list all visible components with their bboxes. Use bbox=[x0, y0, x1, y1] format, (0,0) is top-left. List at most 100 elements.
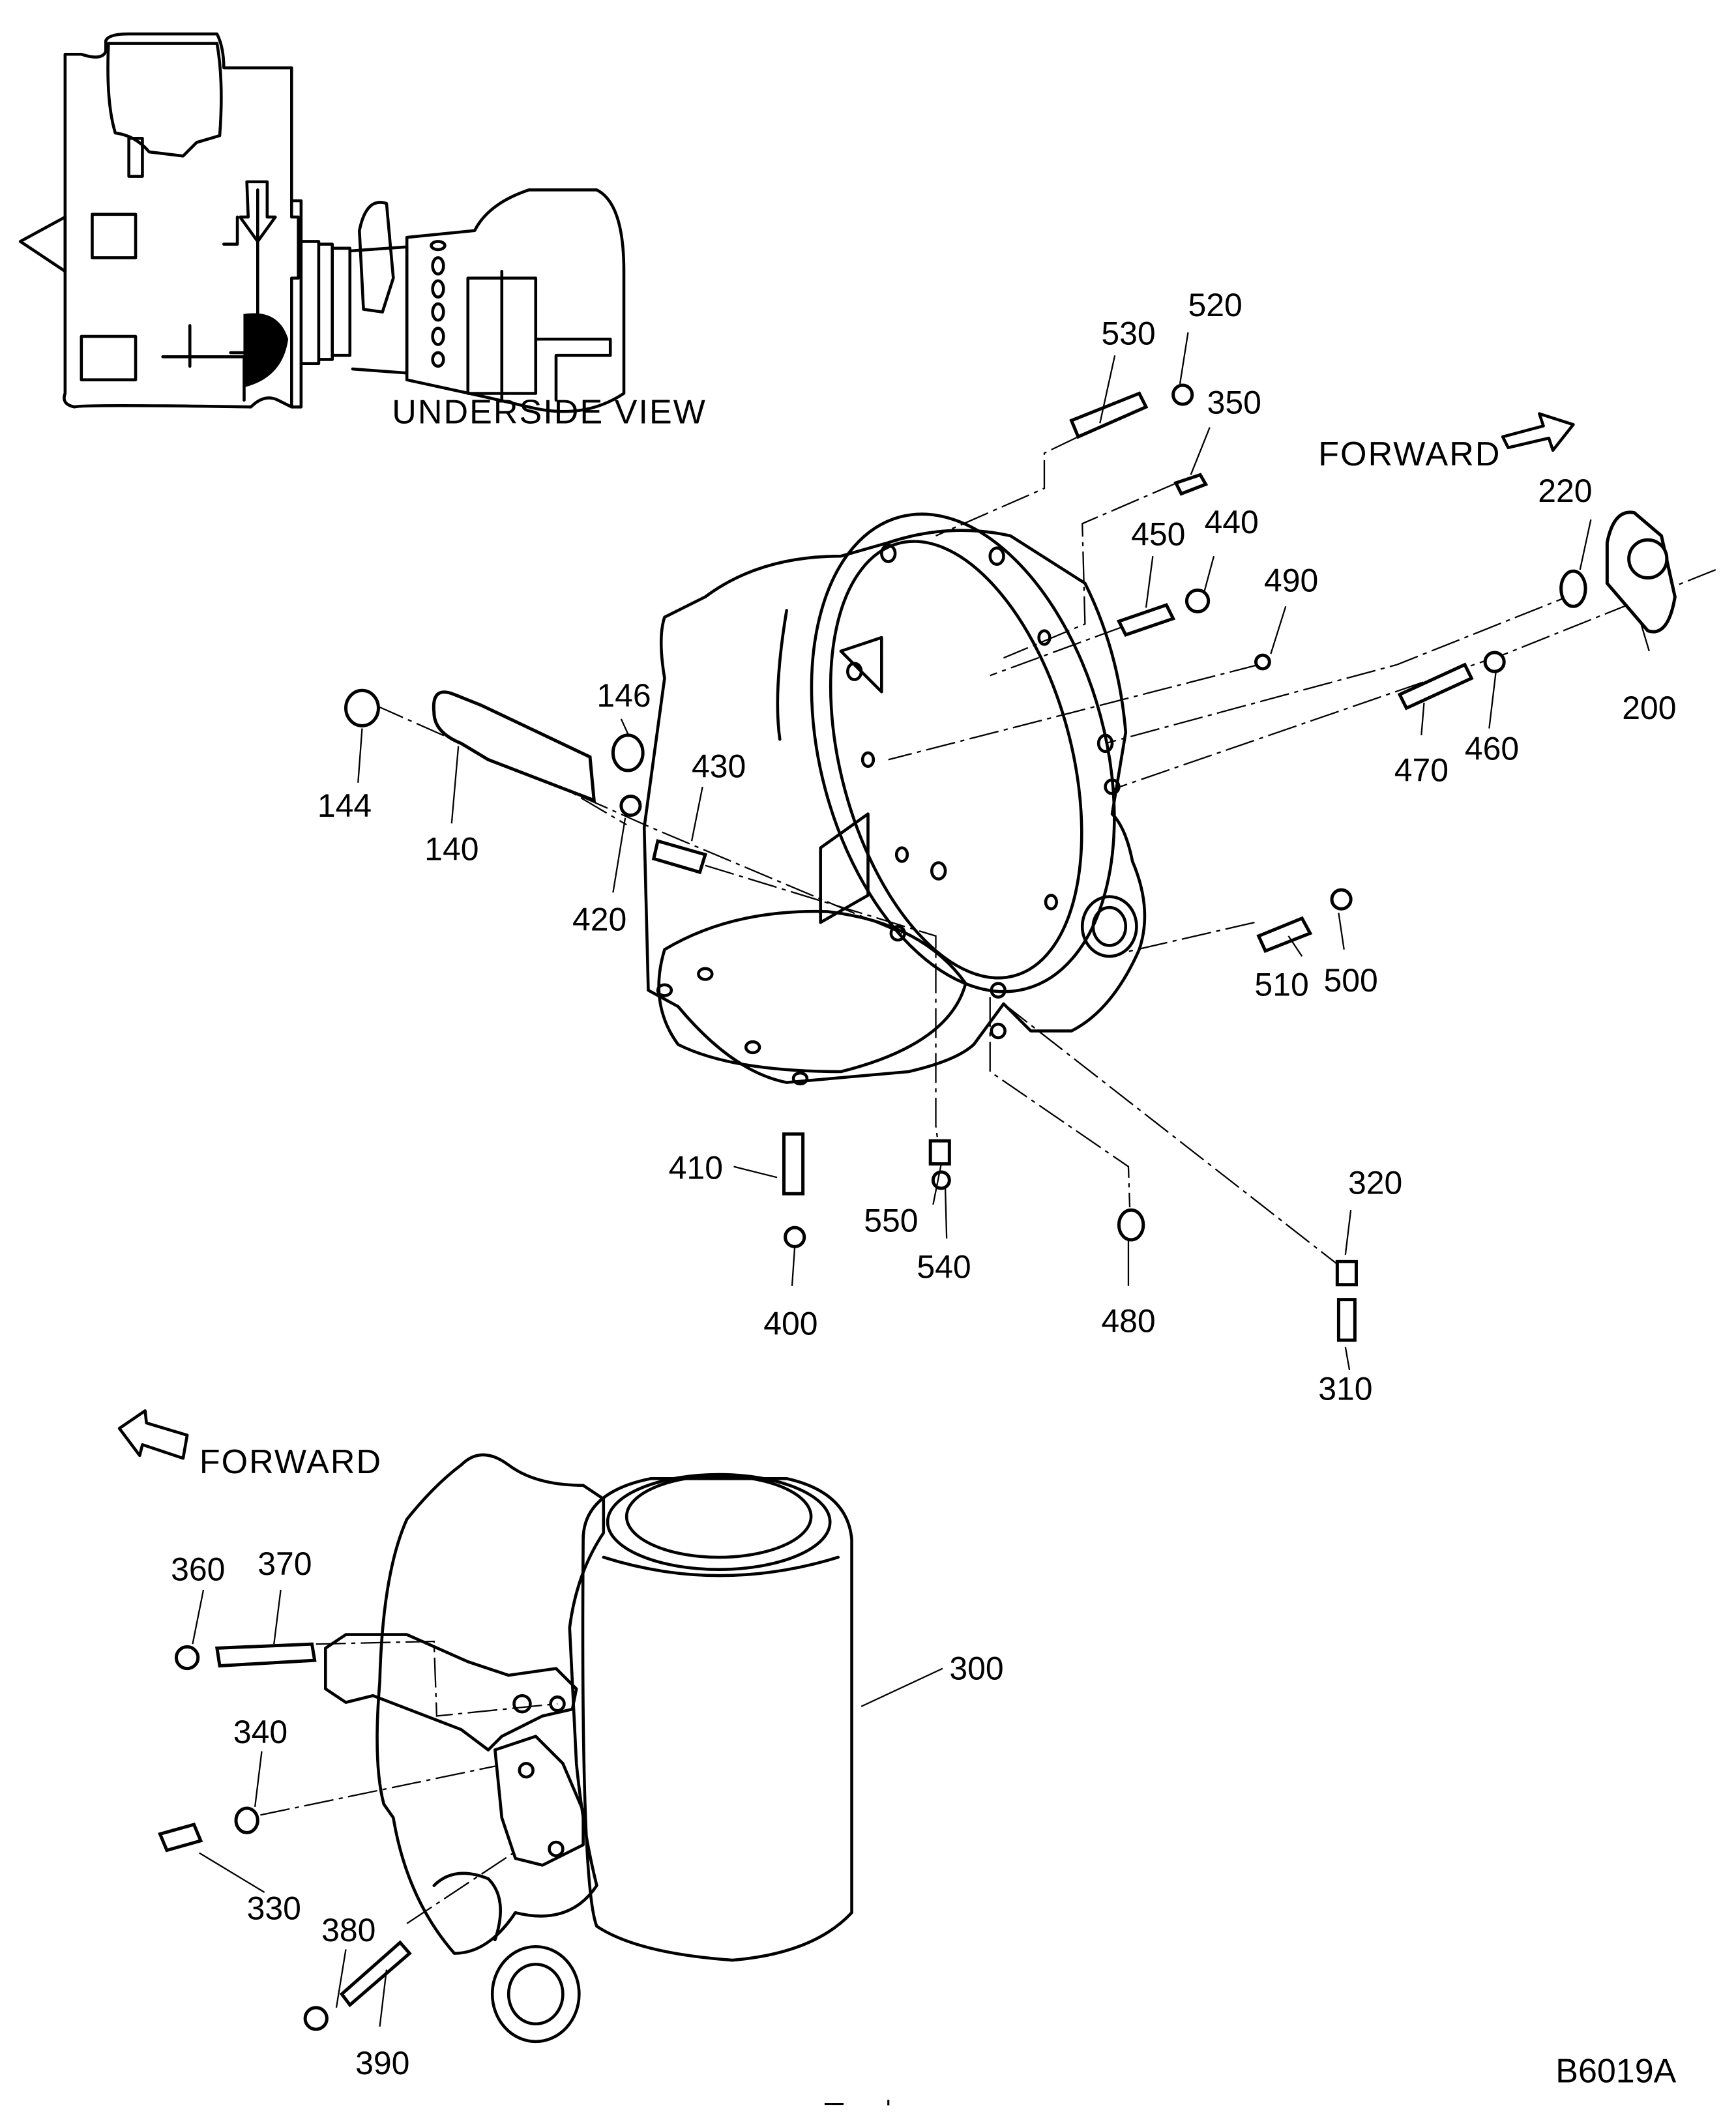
callout-530: 530 bbox=[1101, 315, 1155, 352]
callout-390: 390 bbox=[355, 2045, 409, 2081]
callout-420: 420 bbox=[572, 902, 626, 938]
housing-flange bbox=[810, 512, 1116, 993]
callout-550: 550 bbox=[864, 1203, 918, 1239]
washer-540 bbox=[931, 1170, 951, 1190]
callout-500: 500 bbox=[1324, 962, 1378, 999]
inset-igniter bbox=[358, 201, 395, 314]
nut-500 bbox=[1330, 888, 1353, 911]
callout-200: 200 bbox=[1622, 690, 1676, 726]
callout-220: 220 bbox=[1538, 473, 1592, 509]
housing-300-cylinder bbox=[581, 1476, 853, 1962]
housing-300-top-rim bbox=[606, 1473, 832, 1572]
housing-300-body bbox=[375, 1453, 606, 1955]
housing-300-lug bbox=[493, 1735, 585, 1867]
inset-flange bbox=[290, 199, 303, 409]
callout-146: 146 bbox=[596, 677, 651, 714]
stud-370 bbox=[214, 1642, 317, 1668]
gasket-220 bbox=[1559, 569, 1587, 608]
forward-arrow-icon-lower bbox=[117, 1409, 189, 1460]
gearbox-housing-main bbox=[642, 512, 1147, 1086]
callout-310: 310 bbox=[1318, 1371, 1372, 1407]
scan-artifact bbox=[824, 2100, 890, 2105]
callout-350: 350 bbox=[1207, 385, 1261, 421]
inset-exhaust-block bbox=[466, 269, 538, 402]
forward-label-upper: FORWARD bbox=[1318, 435, 1501, 473]
housing-300-boss bbox=[432, 1871, 502, 1942]
pin-310 bbox=[1336, 1298, 1357, 1342]
stud-430 bbox=[651, 839, 707, 875]
callout-430: 430 bbox=[692, 748, 746, 784]
housing-outline bbox=[642, 529, 1147, 1084]
housing-bore bbox=[829, 540, 1083, 980]
stud-470 bbox=[1397, 662, 1474, 711]
inset-rings bbox=[299, 240, 352, 365]
housing-300-top-bore bbox=[625, 1474, 813, 1559]
forward-indicator-upper: FORWARD bbox=[1318, 412, 1575, 473]
callout-370: 370 bbox=[257, 1546, 312, 1582]
inset-lower-module bbox=[80, 324, 246, 402]
callout-510: 510 bbox=[1254, 966, 1308, 1003]
nut-360 bbox=[174, 1645, 200, 1671]
stud-390 bbox=[339, 1940, 412, 2008]
nut-520 bbox=[1171, 383, 1194, 406]
accessory-housing-300 bbox=[324, 1453, 853, 2044]
plug-480 bbox=[1117, 1208, 1145, 1242]
lower-parts bbox=[158, 1640, 558, 2031]
inset-exhaust-pipe bbox=[534, 337, 612, 402]
housing-lower-ring bbox=[657, 909, 967, 1074]
inset-holes bbox=[430, 240, 447, 368]
callout-300: 300 bbox=[949, 1650, 1003, 1686]
housing-port-inner bbox=[1091, 905, 1128, 947]
housing-300-holes bbox=[512, 1694, 566, 1858]
washer-420 bbox=[619, 795, 642, 817]
stud-410 bbox=[782, 1132, 805, 1196]
forward-indicator-lower: FORWARD bbox=[117, 1409, 382, 1481]
callout-470: 470 bbox=[1394, 752, 1449, 789]
nose-cone bbox=[18, 215, 67, 273]
callout-360: 360 bbox=[171, 1551, 225, 1587]
stud-530 bbox=[1069, 391, 1149, 439]
plug-144 bbox=[344, 688, 380, 727]
flange-200-boss bbox=[1627, 538, 1669, 580]
housing-port bbox=[1080, 895, 1138, 958]
ball-490 bbox=[1254, 653, 1271, 671]
callout-480: 480 bbox=[1101, 1303, 1155, 1340]
inset-indicator-arrow bbox=[238, 180, 277, 243]
nut-460 bbox=[1483, 651, 1506, 673]
pin-350 bbox=[1173, 473, 1209, 496]
callout-440: 440 bbox=[1204, 504, 1258, 540]
underside-view-inset: UNDERSIDE VIEW bbox=[18, 32, 705, 431]
forward-arrow-icon-upper bbox=[1501, 412, 1575, 452]
upper-parts bbox=[344, 383, 1677, 1342]
pin-330 bbox=[158, 1822, 203, 1853]
forward-label-lower: FORWARD bbox=[199, 1443, 382, 1481]
leader-lines-upper bbox=[357, 332, 1650, 1371]
callout-410: 410 bbox=[669, 1149, 723, 1186]
callout-490: 490 bbox=[1264, 562, 1318, 598]
insert-320 bbox=[1335, 1259, 1358, 1287]
callout-450: 450 bbox=[1131, 516, 1185, 553]
insert-550 bbox=[928, 1139, 951, 1166]
nut-400 bbox=[784, 1225, 806, 1248]
inset-fitting bbox=[127, 136, 144, 178]
housing-300-top-ring bbox=[602, 1555, 840, 1577]
housing-bolt-holes bbox=[656, 544, 1121, 1086]
figure-id: B6019A bbox=[1555, 2052, 1676, 2090]
callout-460: 460 bbox=[1465, 730, 1519, 767]
callout-400: 400 bbox=[763, 1306, 817, 1342]
washer-440 bbox=[1184, 588, 1211, 614]
packing-146 bbox=[611, 733, 645, 772]
callout-330: 330 bbox=[247, 1890, 301, 1927]
insert-340 bbox=[234, 1806, 259, 1834]
housing-300-bracket bbox=[324, 1633, 578, 1752]
stud-510 bbox=[1256, 916, 1313, 953]
callout-520: 520 bbox=[1188, 287, 1242, 323]
callout-340: 340 bbox=[233, 1714, 287, 1750]
upper-module bbox=[106, 42, 223, 158]
callout-540: 540 bbox=[917, 1248, 971, 1285]
strainer-140 bbox=[432, 690, 596, 803]
inset-box-left bbox=[91, 213, 138, 259]
compressor-section bbox=[63, 32, 300, 409]
highlighted-component bbox=[243, 313, 289, 388]
